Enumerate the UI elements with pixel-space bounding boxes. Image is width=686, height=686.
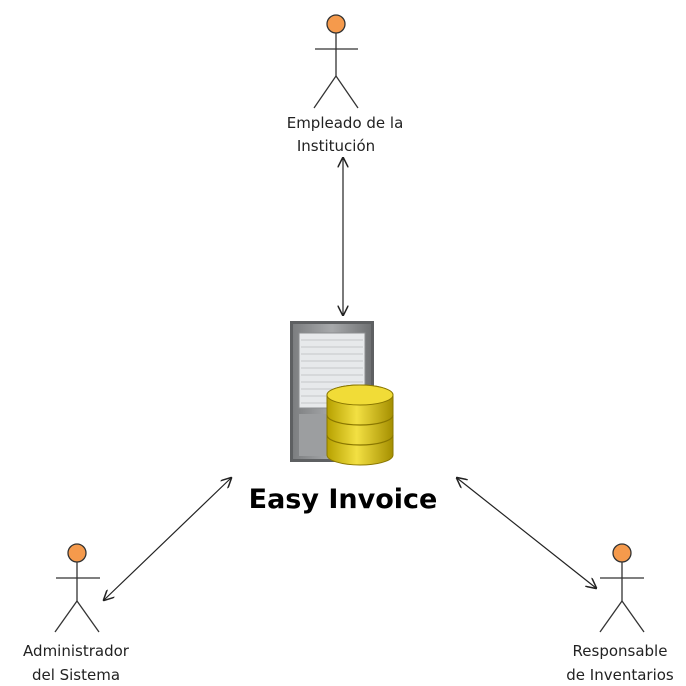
system-title: Easy Invoice (249, 484, 438, 515)
actor-label-line2: Institución (297, 137, 375, 155)
actor-administrador: Administrador del Sistema (23, 543, 130, 684)
actor-label-line1: Empleado de la (287, 114, 404, 132)
actor-label-line1: Responsable (573, 642, 668, 660)
connector-arrow (104, 478, 231, 600)
actor-responsable: Responsable de Inventarios (566, 543, 674, 684)
actor-icon (313, 14, 359, 109)
server-database-icon (290, 321, 394, 466)
actor-icon (54, 543, 100, 633)
actor-label-line1: Administrador (23, 642, 130, 660)
connector-arrow (457, 478, 596, 588)
actor-icon (599, 543, 645, 633)
actor-label-line2: de Inventarios (566, 666, 674, 684)
actor-label-line2: del Sistema (32, 666, 120, 684)
actor-empleado: Empleado de la Institución (287, 14, 404, 155)
